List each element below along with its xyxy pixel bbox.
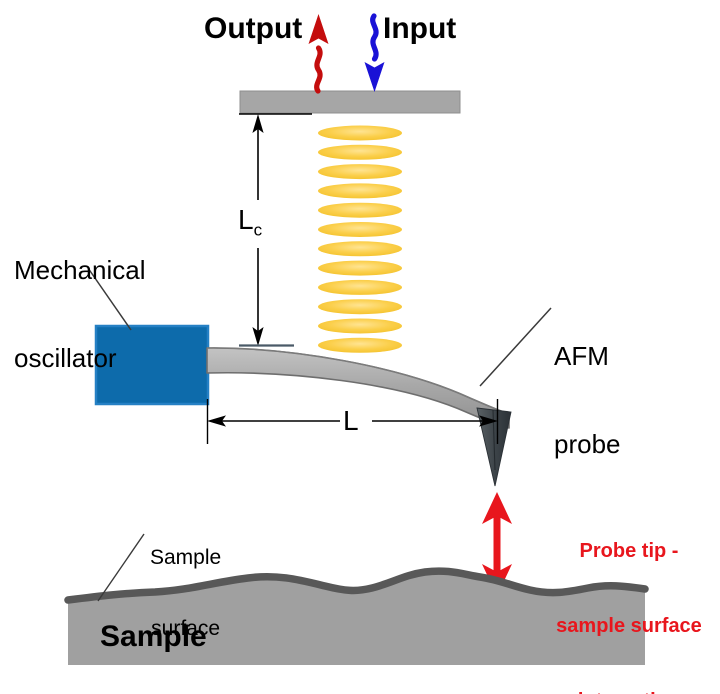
output-wavy-arrow-up-icon: [308, 14, 329, 94]
tip-sample-interaction-label-line2: sample surface: [556, 615, 702, 637]
cavity-mode-ellipse: [318, 222, 402, 237]
cantilever-length-dimension: [206, 399, 499, 444]
cavity-length-subscript: c: [253, 220, 263, 240]
sample-block: [64, 567, 649, 665]
sample-surface-label-line2: surface: [151, 616, 221, 640]
mechanical-oscillator-label-line2: oscillator: [14, 342, 117, 373]
cavity-mode-ellipse: [318, 144, 402, 160]
cantilever-length-label: L: [343, 405, 359, 436]
tip-sample-interaction-label-line3: interaction: [543, 689, 715, 694]
sample-surface-label: Sample surface: [150, 499, 221, 687]
afm-probe-label-line2: probe: [554, 428, 621, 459]
mechanical-oscillator-label-line1: Mechanical: [14, 255, 146, 286]
leader-line-mechanical-oscillator: [87, 267, 132, 331]
cavity-mode-ellipse: [318, 260, 402, 276]
tip-sample-interaction-label: Probe tip - sample surface interaction: [543, 489, 715, 694]
cavity-mode-ellipse: [318, 164, 402, 180]
sample-surface-label-line1: Sample: [150, 546, 222, 570]
input-label: Input: [383, 12, 457, 45]
cavity-mode-ellipse: [318, 125, 402, 141]
afm-probe-label: AFM probe: [554, 284, 621, 517]
sample-label: Sample: [100, 620, 207, 653]
cavity-length-dimension: [239, 113, 312, 347]
afm-probe-label-line1: AFM: [554, 341, 609, 372]
mechanical-oscillator-label: Mechanical oscillator: [14, 198, 146, 431]
afm-cantilever: [206, 347, 510, 429]
cavity-mode-ellipse: [318, 183, 402, 199]
input-wavy-arrow-down-icon: [364, 13, 385, 92]
tip-sample-interaction-label-line1: Probe tip -: [579, 540, 679, 562]
leader-line-afm-probe: [479, 307, 552, 387]
optical-cavity-modes: [318, 125, 402, 353]
cavity-mode-ellipse: [318, 279, 402, 295]
cavity-mode-ellipse: [318, 241, 402, 257]
leader-line-sample-surface: [97, 533, 145, 602]
cavity-mode-ellipse: [318, 299, 402, 315]
top-mirror-bar: [239, 90, 461, 114]
cavity-mode-ellipse: [318, 337, 402, 353]
cavity-mode-ellipse: [318, 202, 402, 218]
cavity-length-symbol: L: [238, 204, 254, 235]
output-label: Output: [204, 12, 303, 45]
cavity-mode-ellipse: [318, 318, 402, 334]
cavity-length-label: Lc: [238, 204, 262, 240]
